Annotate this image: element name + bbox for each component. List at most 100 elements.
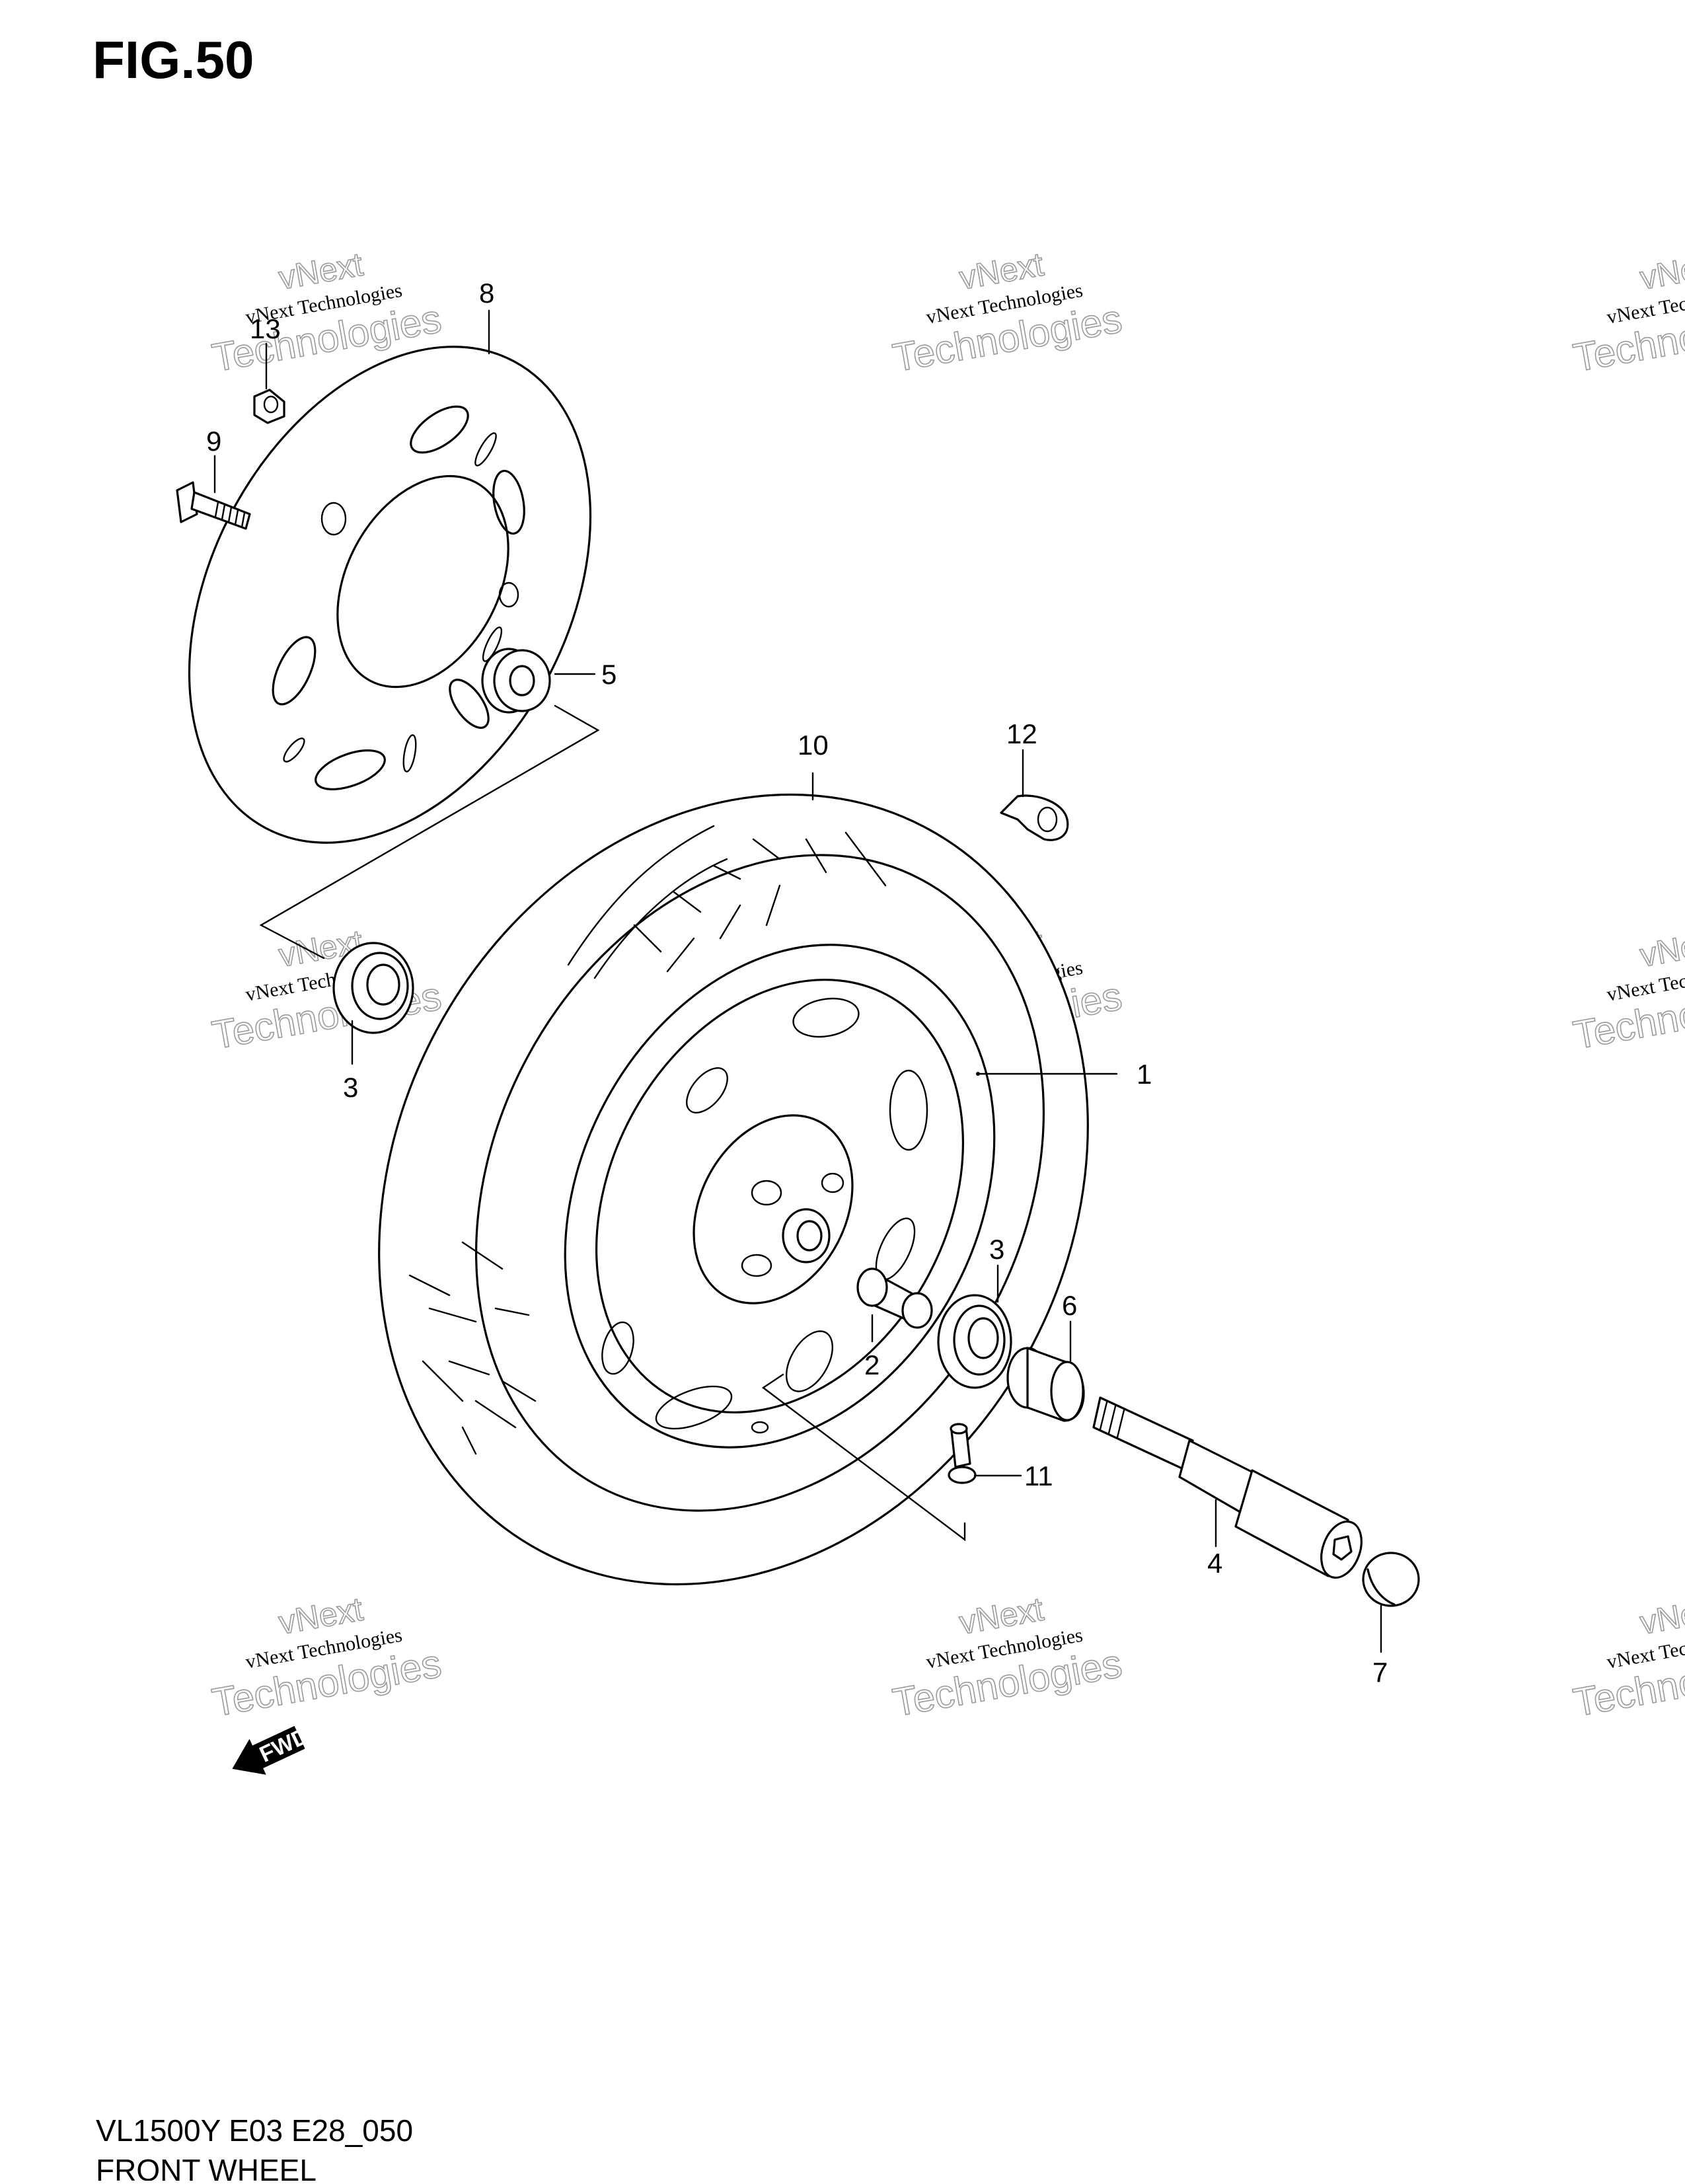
assembly-bracket	[761, 1373, 966, 1542]
disc-hole	[482, 626, 503, 662]
collar-face	[493, 649, 551, 712]
watermark-top-right: vNext vNext Technologies Technologies	[1569, 245, 1685, 381]
disc-hole	[320, 502, 347, 536]
clamp-body	[1000, 794, 1069, 841]
bearing-inner	[967, 1317, 999, 1359]
leader-dot	[976, 1072, 980, 1076]
callout-13: 13	[250, 313, 281, 344]
watermark-brand: vNext	[1637, 923, 1685, 974]
disc-hole	[283, 737, 305, 763]
brake-disc-center-hole	[336, 474, 509, 689]
rim-inner	[595, 979, 964, 1413]
figure-title: FIG.50	[93, 30, 254, 89]
axle-cap	[1362, 1552, 1420, 1607]
bearing-upper	[332, 942, 414, 1034]
axle-collar	[1006, 1347, 1085, 1422]
callout-8: 8	[479, 278, 494, 309]
callout-7: 7	[1372, 1657, 1388, 1688]
collar-end	[1050, 1361, 1084, 1421]
cap-rim	[1367, 1568, 1396, 1606]
brake-disc-outline	[188, 346, 592, 844]
axle-thread	[1099, 1401, 1125, 1439]
forward-direction-icon: FWD	[232, 1723, 313, 1775]
clamp	[1000, 794, 1069, 841]
bearing-outer	[937, 1294, 1012, 1389]
hub-center	[782, 1208, 831, 1263]
callout-11: 11	[1024, 1460, 1053, 1491]
bearing-race	[351, 952, 409, 1020]
callout-10: 10	[798, 730, 829, 761]
nut-body	[253, 389, 285, 424]
hub-bore	[796, 1220, 823, 1252]
disc-slot	[272, 636, 317, 706]
bearing-race	[953, 1304, 1006, 1376]
brake-disc	[188, 346, 592, 844]
disc-hole	[402, 734, 417, 772]
valve-cap	[950, 1423, 968, 1435]
callout-9: 9	[206, 426, 221, 457]
disc-collar	[481, 648, 551, 714]
callout-3-lower: 3	[989, 1234, 1004, 1265]
callout-5: 5	[601, 659, 617, 690]
collar-hole	[509, 665, 535, 697]
axle-head-face	[1320, 1520, 1363, 1579]
bearing-outer	[332, 942, 414, 1034]
rim-hole	[751, 1421, 769, 1434]
clamp-hole	[1037, 806, 1058, 833]
hub-hole	[751, 1180, 782, 1206]
valve	[948, 1423, 977, 1484]
hub-hole	[821, 1172, 844, 1193]
disc-hole	[498, 582, 519, 608]
rim-window	[686, 1067, 728, 1113]
rim-window	[655, 1385, 733, 1430]
rim-window	[792, 997, 860, 1038]
callout-1: 1	[1137, 1059, 1152, 1090]
watermark-brand: vNext	[1637, 1591, 1685, 1641]
spacer-end	[901, 1292, 933, 1329]
tire-tread	[408, 1241, 537, 1455]
watermark-bottom-left: vNext vNext Technologies Technologies	[208, 1590, 445, 1725]
disc-hole	[474, 432, 497, 467]
callout-4: 4	[1207, 1548, 1222, 1579]
rim-window	[601, 1321, 634, 1375]
tire-tread	[567, 825, 887, 979]
spacer	[856, 1267, 933, 1329]
disc-slot	[492, 469, 525, 535]
figure-caption: FRONT WHEEL	[96, 2153, 317, 2181]
watermark-brand: vNext	[1637, 246, 1685, 297]
bolt-head	[176, 481, 198, 523]
wheel-hub	[693, 1114, 854, 1304]
watermark-top-center: vNext vNext Technologies Technologies	[889, 245, 1125, 381]
bearing-inner	[366, 963, 400, 1006]
assembly-bracket	[259, 704, 600, 960]
disc-bolt	[176, 481, 251, 530]
rim-window	[785, 1330, 834, 1392]
fwd-arrow-shape	[232, 1725, 305, 1775]
disc-slot	[410, 405, 469, 454]
callout-3-upper: 3	[343, 1072, 358, 1103]
wheel-rim	[564, 944, 996, 1449]
disc-slot	[449, 679, 490, 729]
axle	[1092, 1396, 1363, 1579]
bearing-lower	[937, 1294, 1012, 1389]
model-code: VL1500Y E03 E28_050	[96, 2113, 413, 2148]
valve-base	[948, 1466, 977, 1484]
nut	[253, 389, 285, 424]
spacer-end	[856, 1267, 888, 1307]
disc-slot	[315, 749, 386, 790]
callout-12: 12	[1006, 718, 1037, 749]
fwd-label: FWD	[256, 1723, 313, 1767]
watermark-bottom-center: vNext vNext Technologies Technologies	[889, 1590, 1125, 1725]
bolt-thread	[214, 501, 246, 529]
callout-6: 6	[1062, 1290, 1077, 1321]
hub-hole	[741, 1254, 772, 1277]
watermark-mid-right: vNext vNext Technologies Technologies	[1569, 923, 1685, 1058]
callout-2: 2	[864, 1349, 880, 1380]
rim-outer	[564, 944, 996, 1449]
watermark-bottom-right: vNext vNext Technologies Technologies	[1569, 1590, 1685, 1725]
nut-hole	[263, 395, 279, 414]
axle-hex-socket	[1332, 1535, 1353, 1561]
rim-window	[889, 1069, 928, 1151]
